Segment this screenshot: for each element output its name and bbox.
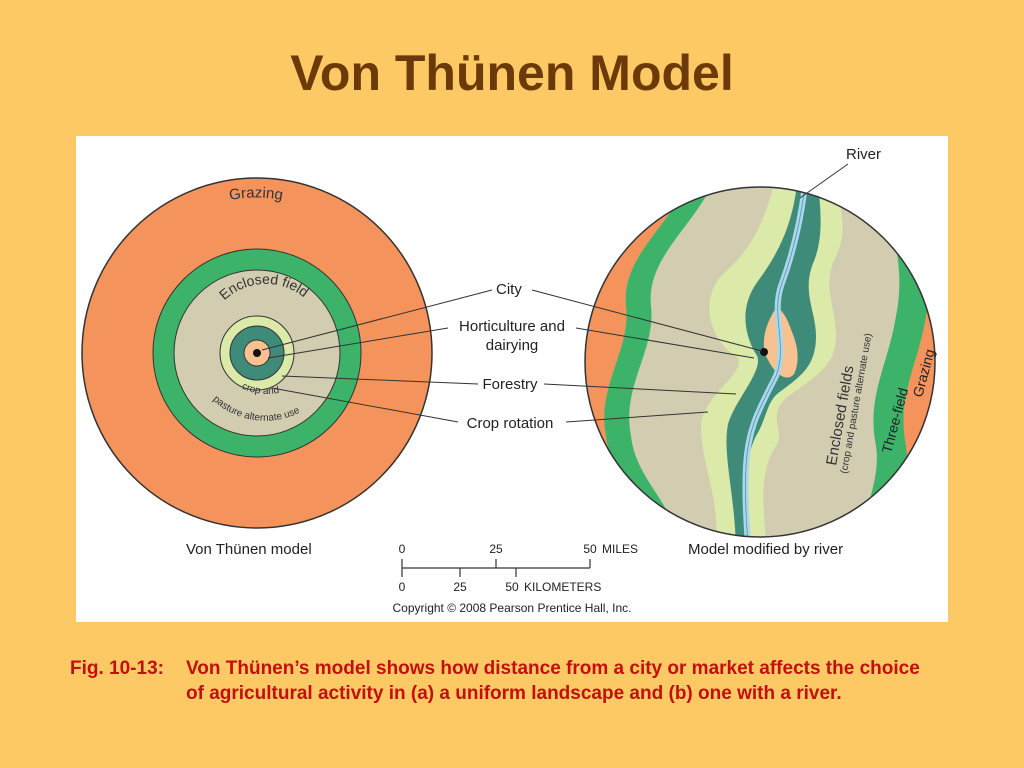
city-leader-right xyxy=(531,289,763,352)
scale-miles-50: 50 xyxy=(583,542,597,556)
river-label: River xyxy=(846,146,881,163)
right-river-outline xyxy=(745,187,807,537)
scale-miles-25: 25 xyxy=(489,542,503,556)
forestry-leader-left xyxy=(281,375,479,385)
caption-text: Von Thünen’s model shows how distance fr… xyxy=(186,658,920,704)
scale-miles-unit: MILES xyxy=(602,542,638,556)
crop-rotation-label: Crop rotation xyxy=(467,415,554,432)
scale-bar: 0 25 50 MILES 0 25 50 KILOMETERS xyxy=(399,542,638,594)
scale-km-unit: KILOMETERS xyxy=(524,580,601,594)
right-city-dot xyxy=(760,348,768,356)
left-city-dot xyxy=(253,349,261,357)
crop-rotation-leader-right xyxy=(565,411,709,423)
right-river-model xyxy=(585,187,935,537)
horticulture-label-1: Horticulture and xyxy=(459,318,565,335)
forestry-label: Forestry xyxy=(482,376,538,393)
right-three-field-west xyxy=(604,187,716,537)
scale-km-25: 25 xyxy=(453,580,467,594)
copyright-text: Copyright © 2008 Pearson Prentice Hall, … xyxy=(393,601,632,615)
forestry-leader-right xyxy=(543,383,737,395)
river-leader-line xyxy=(799,163,849,199)
horticulture-leader-left xyxy=(267,327,449,359)
city-label: City xyxy=(496,281,522,298)
scale-km-0: 0 xyxy=(399,580,406,594)
scale-miles-0: 0 xyxy=(399,542,406,556)
left-ring-model xyxy=(81,177,433,529)
horticulture-leader-right xyxy=(575,327,755,359)
right-model-caption: Model modified by river xyxy=(688,541,843,558)
horticulture-label-2: dairying xyxy=(486,337,539,354)
city-leader-left xyxy=(261,289,493,351)
left-grazing-label: Grazing xyxy=(228,184,284,203)
scale-km-50: 50 xyxy=(505,580,519,594)
slide-title: Von Thünen Model xyxy=(290,45,734,101)
left-model-caption: Von Thünen model xyxy=(186,541,312,558)
right-circle-outline xyxy=(584,186,936,538)
crop-rotation-leader-left xyxy=(271,387,459,423)
figure-panel: Grazing Enclosed field crop and pasture … xyxy=(76,136,948,622)
von-thunen-diagram: Grazing Enclosed field crop and pasture … xyxy=(81,146,938,615)
caption-lead: Fig. 10-13: xyxy=(70,658,164,679)
